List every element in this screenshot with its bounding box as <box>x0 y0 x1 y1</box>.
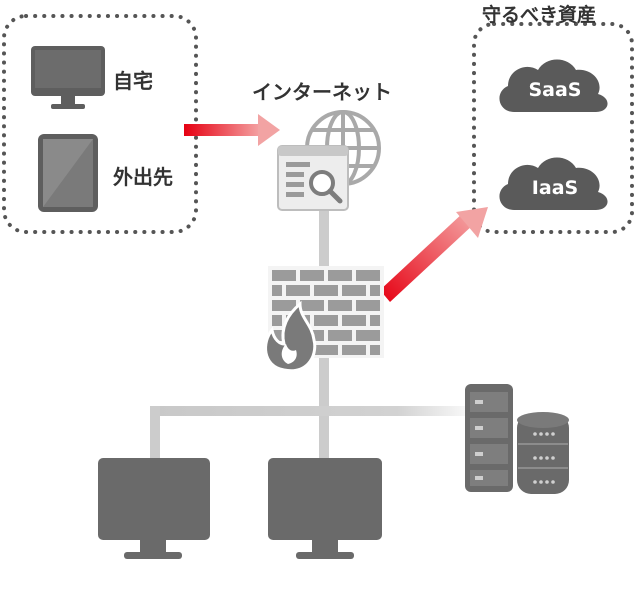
fire-icon <box>264 300 317 373</box>
browser-search-icon <box>277 145 349 211</box>
endpoint-monitor-center <box>268 458 382 559</box>
assets-frame <box>472 22 634 234</box>
arrow-to-assets <box>380 207 488 302</box>
home-label: 自宅 <box>113 69 153 93</box>
iaas-cloud-icon: IaaS <box>499 157 608 210</box>
endpoint-monitor-left <box>98 458 210 559</box>
tablet-icon <box>38 134 98 212</box>
server-database-icon <box>465 384 569 494</box>
outside-label: 外出先 <box>113 165 173 189</box>
home-desktop-icon <box>31 46 105 109</box>
firewall-icon <box>264 266 384 373</box>
arrow-to-internet <box>184 114 280 146</box>
internet-label: インターネット <box>252 80 392 104</box>
assets-title: 守るべき資産 <box>482 4 597 26</box>
saas-label: SaaS <box>528 79 581 101</box>
saas-cloud-icon: SaaS <box>499 59 608 112</box>
iaas-label: IaaS <box>532 177 578 199</box>
home-outside-frame <box>2 14 198 234</box>
